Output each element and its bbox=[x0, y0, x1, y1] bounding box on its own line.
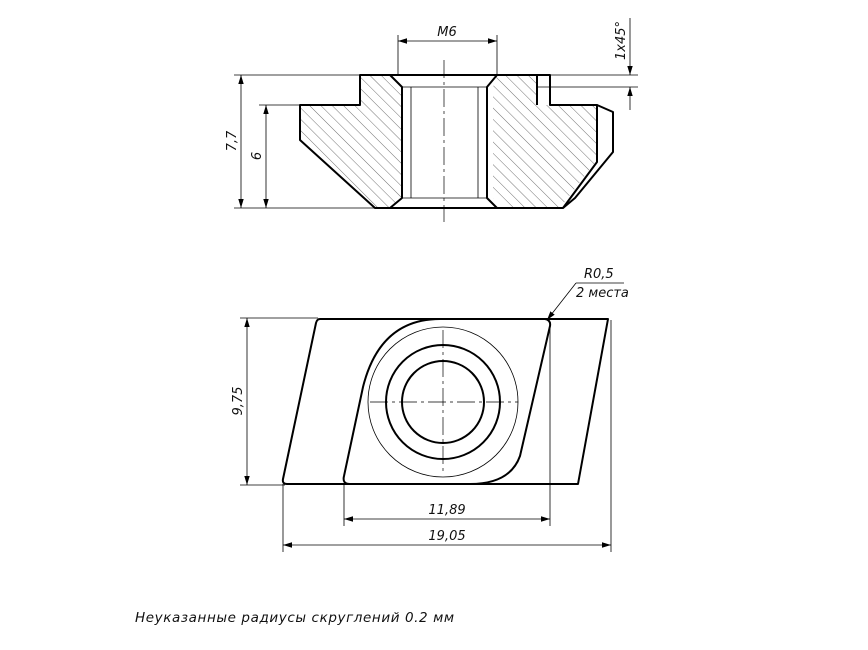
fillet-leader-diagonal bbox=[546, 282, 577, 321]
general-note: Неуказанные радиусы скруглений 0.2 мм bbox=[135, 610, 455, 626]
dim-chamfer-label: 1x45° bbox=[614, 21, 629, 60]
section-right-hatch bbox=[493, 75, 597, 208]
section-right-step bbox=[536, 75, 614, 209]
dim-6-label: 6 bbox=[250, 152, 265, 160]
dim-m6-label: M6 bbox=[437, 25, 457, 40]
dim-1189-label: 11,89 bbox=[428, 503, 465, 518]
plan-view: R0,5 2 места 9,75 11,89 19,05 bbox=[231, 267, 629, 552]
dim-1905-label: 19,05 bbox=[428, 529, 465, 544]
section-left-hatch bbox=[300, 75, 402, 208]
dim-77-label: 7,7 bbox=[225, 130, 240, 151]
plan-outer-outline bbox=[281, 318, 609, 485]
fillet-count-label: 2 места bbox=[576, 286, 629, 301]
section-bore bbox=[389, 74, 498, 209]
fillet-label: R0,5 bbox=[584, 267, 614, 282]
section-view: M6 1x45° 7,7 6 bbox=[225, 18, 638, 222]
dim-975-label: 9,75 bbox=[231, 387, 246, 416]
plan-inner-outline bbox=[342, 318, 552, 485]
